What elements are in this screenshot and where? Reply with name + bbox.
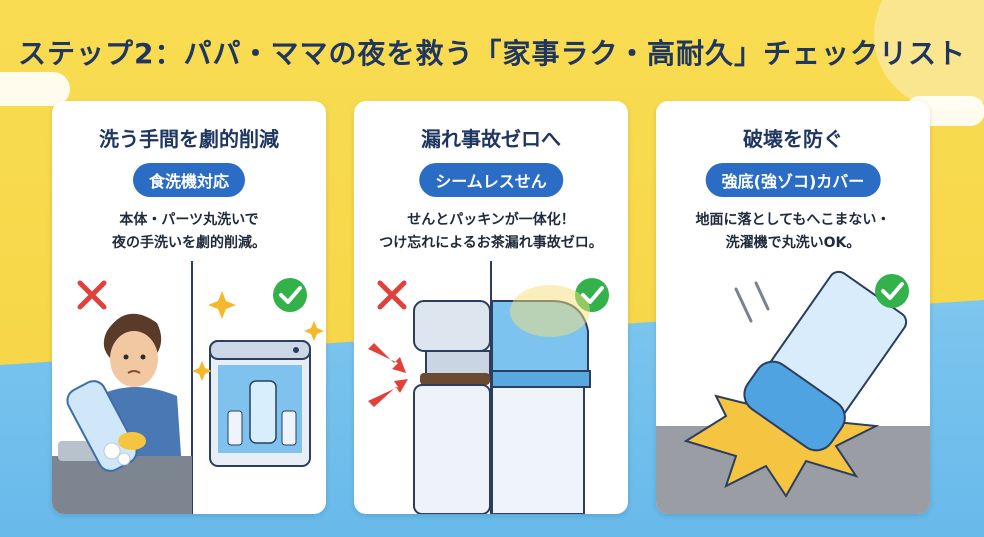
cloud-decoration <box>0 72 70 106</box>
feature-badge: シームレスせん <box>419 163 563 197</box>
illustration <box>656 261 930 514</box>
description-line: 地面に落としてもへこまない・ <box>695 212 891 228</box>
bottle-with-cover-illustration <box>743 270 908 452</box>
card-description: 地面に落としてもへこまない・ 洗濯機で丸洗いOK。 <box>664 209 922 255</box>
illustration <box>354 261 628 514</box>
card-title: 漏れ事故ゼロへ <box>421 127 561 151</box>
description-line: 洗濯機で丸洗いOK。 <box>725 235 861 251</box>
card-bottom-cover: 破壊を防ぐ 強底(強ゾコ)カバー 地面に落としてもへこまない・ 洗濯機で丸洗いO… <box>656 101 930 514</box>
check-icon <box>273 278 307 312</box>
bottle-illustration <box>66 380 146 472</box>
card-description: せんとパッキンが一体化！ つけ忘れによるお茶漏れ事故ゼロ。 <box>362 209 620 255</box>
card-title: 洗う手間を劇的削減 <box>99 127 279 151</box>
card-title: 破壊を防ぐ <box>743 127 843 151</box>
card-dishwasher: 洗う手間を劇的削減 食洗機対応 本体・パーツ丸洗いで 夜の手洗いを劇的削減。 <box>52 101 326 514</box>
seamless-lid-illustration <box>491 285 591 514</box>
check-icon <box>875 274 909 308</box>
leaky-bottle-illustration <box>413 300 491 514</box>
page-title: ステップ2：パパ・ママの夜を救う「家事ラク・高耐久」チェックリスト <box>18 37 966 70</box>
dishwasher-illustration <box>209 340 311 467</box>
illustration <box>52 261 326 514</box>
description-line: 夜の手洗いを劇的削減。 <box>112 235 266 251</box>
description-line: つけ忘れによるお茶漏れ事故ゼロ。 <box>379 235 603 251</box>
feature-badge: 強底(強ゾコ)カバー <box>705 163 881 197</box>
cross-icon <box>377 280 407 310</box>
card-seamless-lid: 漏れ事故ゼロへ シームレスせん せんとパッキンが一体化！ つけ忘れによるお茶漏れ… <box>354 101 628 514</box>
card-description: 本体・パーツ丸洗いで 夜の手洗いを劇的削減。 <box>60 209 318 255</box>
sparkle-icon <box>192 291 324 381</box>
description-line: せんとパッキンが一体化！ <box>407 212 575 228</box>
arrow-icon <box>368 343 408 407</box>
description-line: 本体・パーツ丸洗いで <box>119 212 259 228</box>
cross-icon <box>77 280 107 310</box>
feature-badge: 食洗機対応 <box>132 163 246 197</box>
